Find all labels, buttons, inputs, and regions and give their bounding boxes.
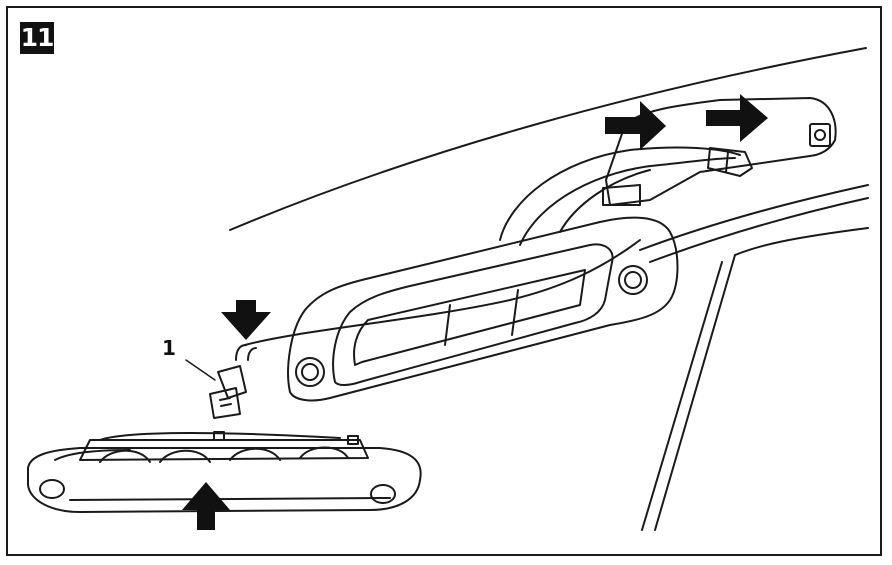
callout-leader-1 — [185, 359, 216, 381]
arrow-icon — [221, 300, 271, 340]
door-frame-joint — [734, 227, 869, 256]
brake-light-housing — [287, 216, 679, 402]
bracket-connector — [707, 147, 753, 177]
light-bar-assembly — [27, 431, 422, 513]
door-frame-upper-inner — [649, 197, 869, 263]
door-frame-upper — [639, 184, 869, 251]
mount-bracket — [602, 97, 837, 206]
arrow-icon — [605, 101, 666, 150]
step-number-badge: 11 — [20, 22, 54, 54]
arrow-icon — [706, 94, 768, 142]
door-frame-pillar — [654, 254, 736, 531]
callout-label-1: 1 — [162, 336, 176, 360]
roof-edge-line — [229, 47, 867, 231]
door-frame-pillar-inner — [641, 261, 723, 531]
arrow-icon — [182, 482, 230, 530]
connector-plug — [209, 365, 247, 419]
diagram-frame — [6, 6, 882, 556]
